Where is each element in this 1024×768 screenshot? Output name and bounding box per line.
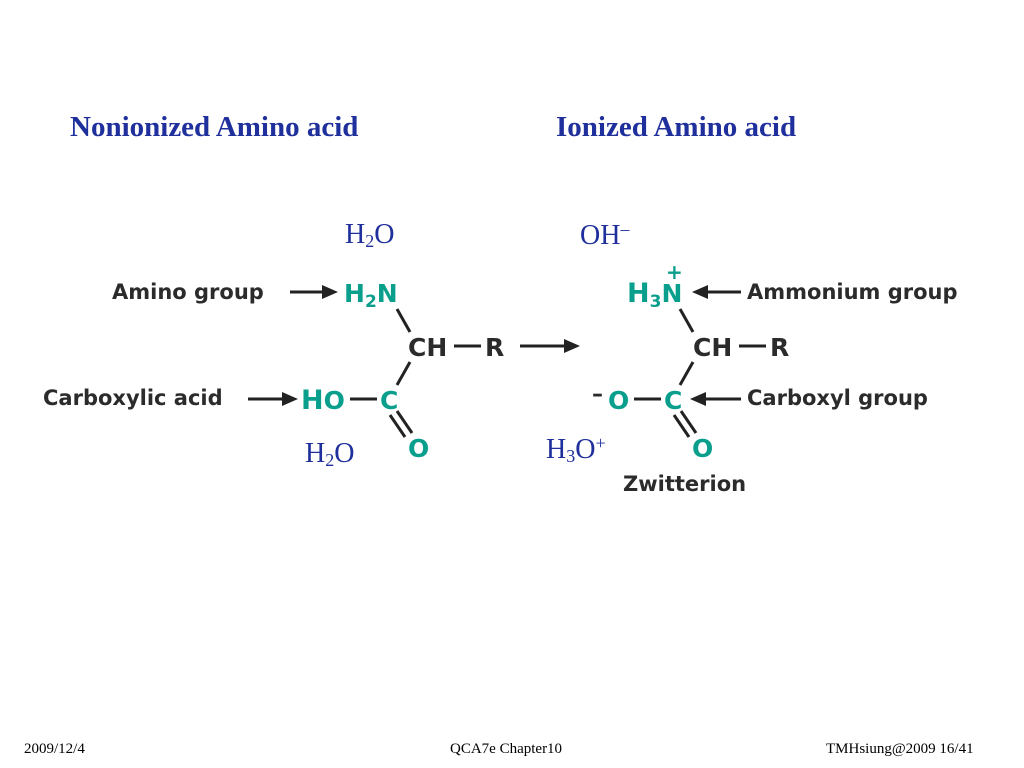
bond-n-ch — [395, 308, 412, 333]
carboxyl-group-arrowhead — [690, 392, 706, 406]
reaction-arrowhead — [564, 339, 580, 353]
zwitterion-label: Zwitterion — [623, 472, 746, 496]
amino-group-arrowhead — [322, 285, 338, 299]
carboxyl-group-label: Carboxyl group — [747, 386, 928, 410]
bond-n-ch-ionized — [678, 308, 695, 333]
plus-charge: + — [666, 260, 683, 284]
heading-ionized: Ionized Amino acid — [556, 111, 797, 143]
heading-nonionized: Nonionized Amino acid — [70, 111, 359, 143]
footer-credit: TMHsiung@2009 16/41 — [826, 741, 974, 757]
amine-group: H2N — [344, 279, 398, 312]
hydroxyl-group: HO — [301, 385, 345, 416]
footer-course: QCA7e Chapter10 — [450, 741, 563, 757]
carboxyl-carbon: C — [380, 386, 398, 415]
double-bond-ionized-b — [679, 410, 698, 434]
water-top: H2O — [345, 219, 395, 251]
footer-date: 2009/12/4 — [24, 741, 85, 757]
ammonium-group-label: Ammonium group — [747, 280, 958, 304]
carboxylic-acid-arrowhead — [282, 392, 298, 406]
bond-ch-c — [395, 361, 412, 386]
double-bond-a — [388, 414, 407, 438]
minus-charge: – — [592, 382, 603, 407]
hydroxide-ion: OH– — [580, 219, 630, 251]
amino-group-label: Amino group — [112, 280, 264, 304]
ammonium-group: H3N — [627, 278, 682, 312]
side-chain-r: R — [485, 333, 504, 362]
alpha-carbon-ch: CH — [408, 333, 447, 362]
alpha-carbon-ch-ionized: CH — [693, 333, 732, 362]
carboxylate-oxygen: O — [608, 386, 629, 415]
carbonyl-oxygen-ionized: O — [692, 434, 713, 463]
side-chain-r-ionized: R — [770, 333, 789, 362]
hydronium-ion: H3O+ — [546, 433, 606, 466]
carboxyl-carbon-ionized: C — [664, 386, 682, 415]
double-bond-b — [395, 410, 414, 434]
ammonium-group-arrowhead — [692, 285, 708, 299]
double-bond-ionized-a — [672, 414, 691, 438]
carbonyl-oxygen: O — [408, 434, 429, 463]
bond-ch-c-ionized — [678, 361, 695, 386]
carboxylic-acid-label: Carboxylic acid — [43, 386, 223, 410]
water-bottom: H2O — [305, 438, 355, 470]
